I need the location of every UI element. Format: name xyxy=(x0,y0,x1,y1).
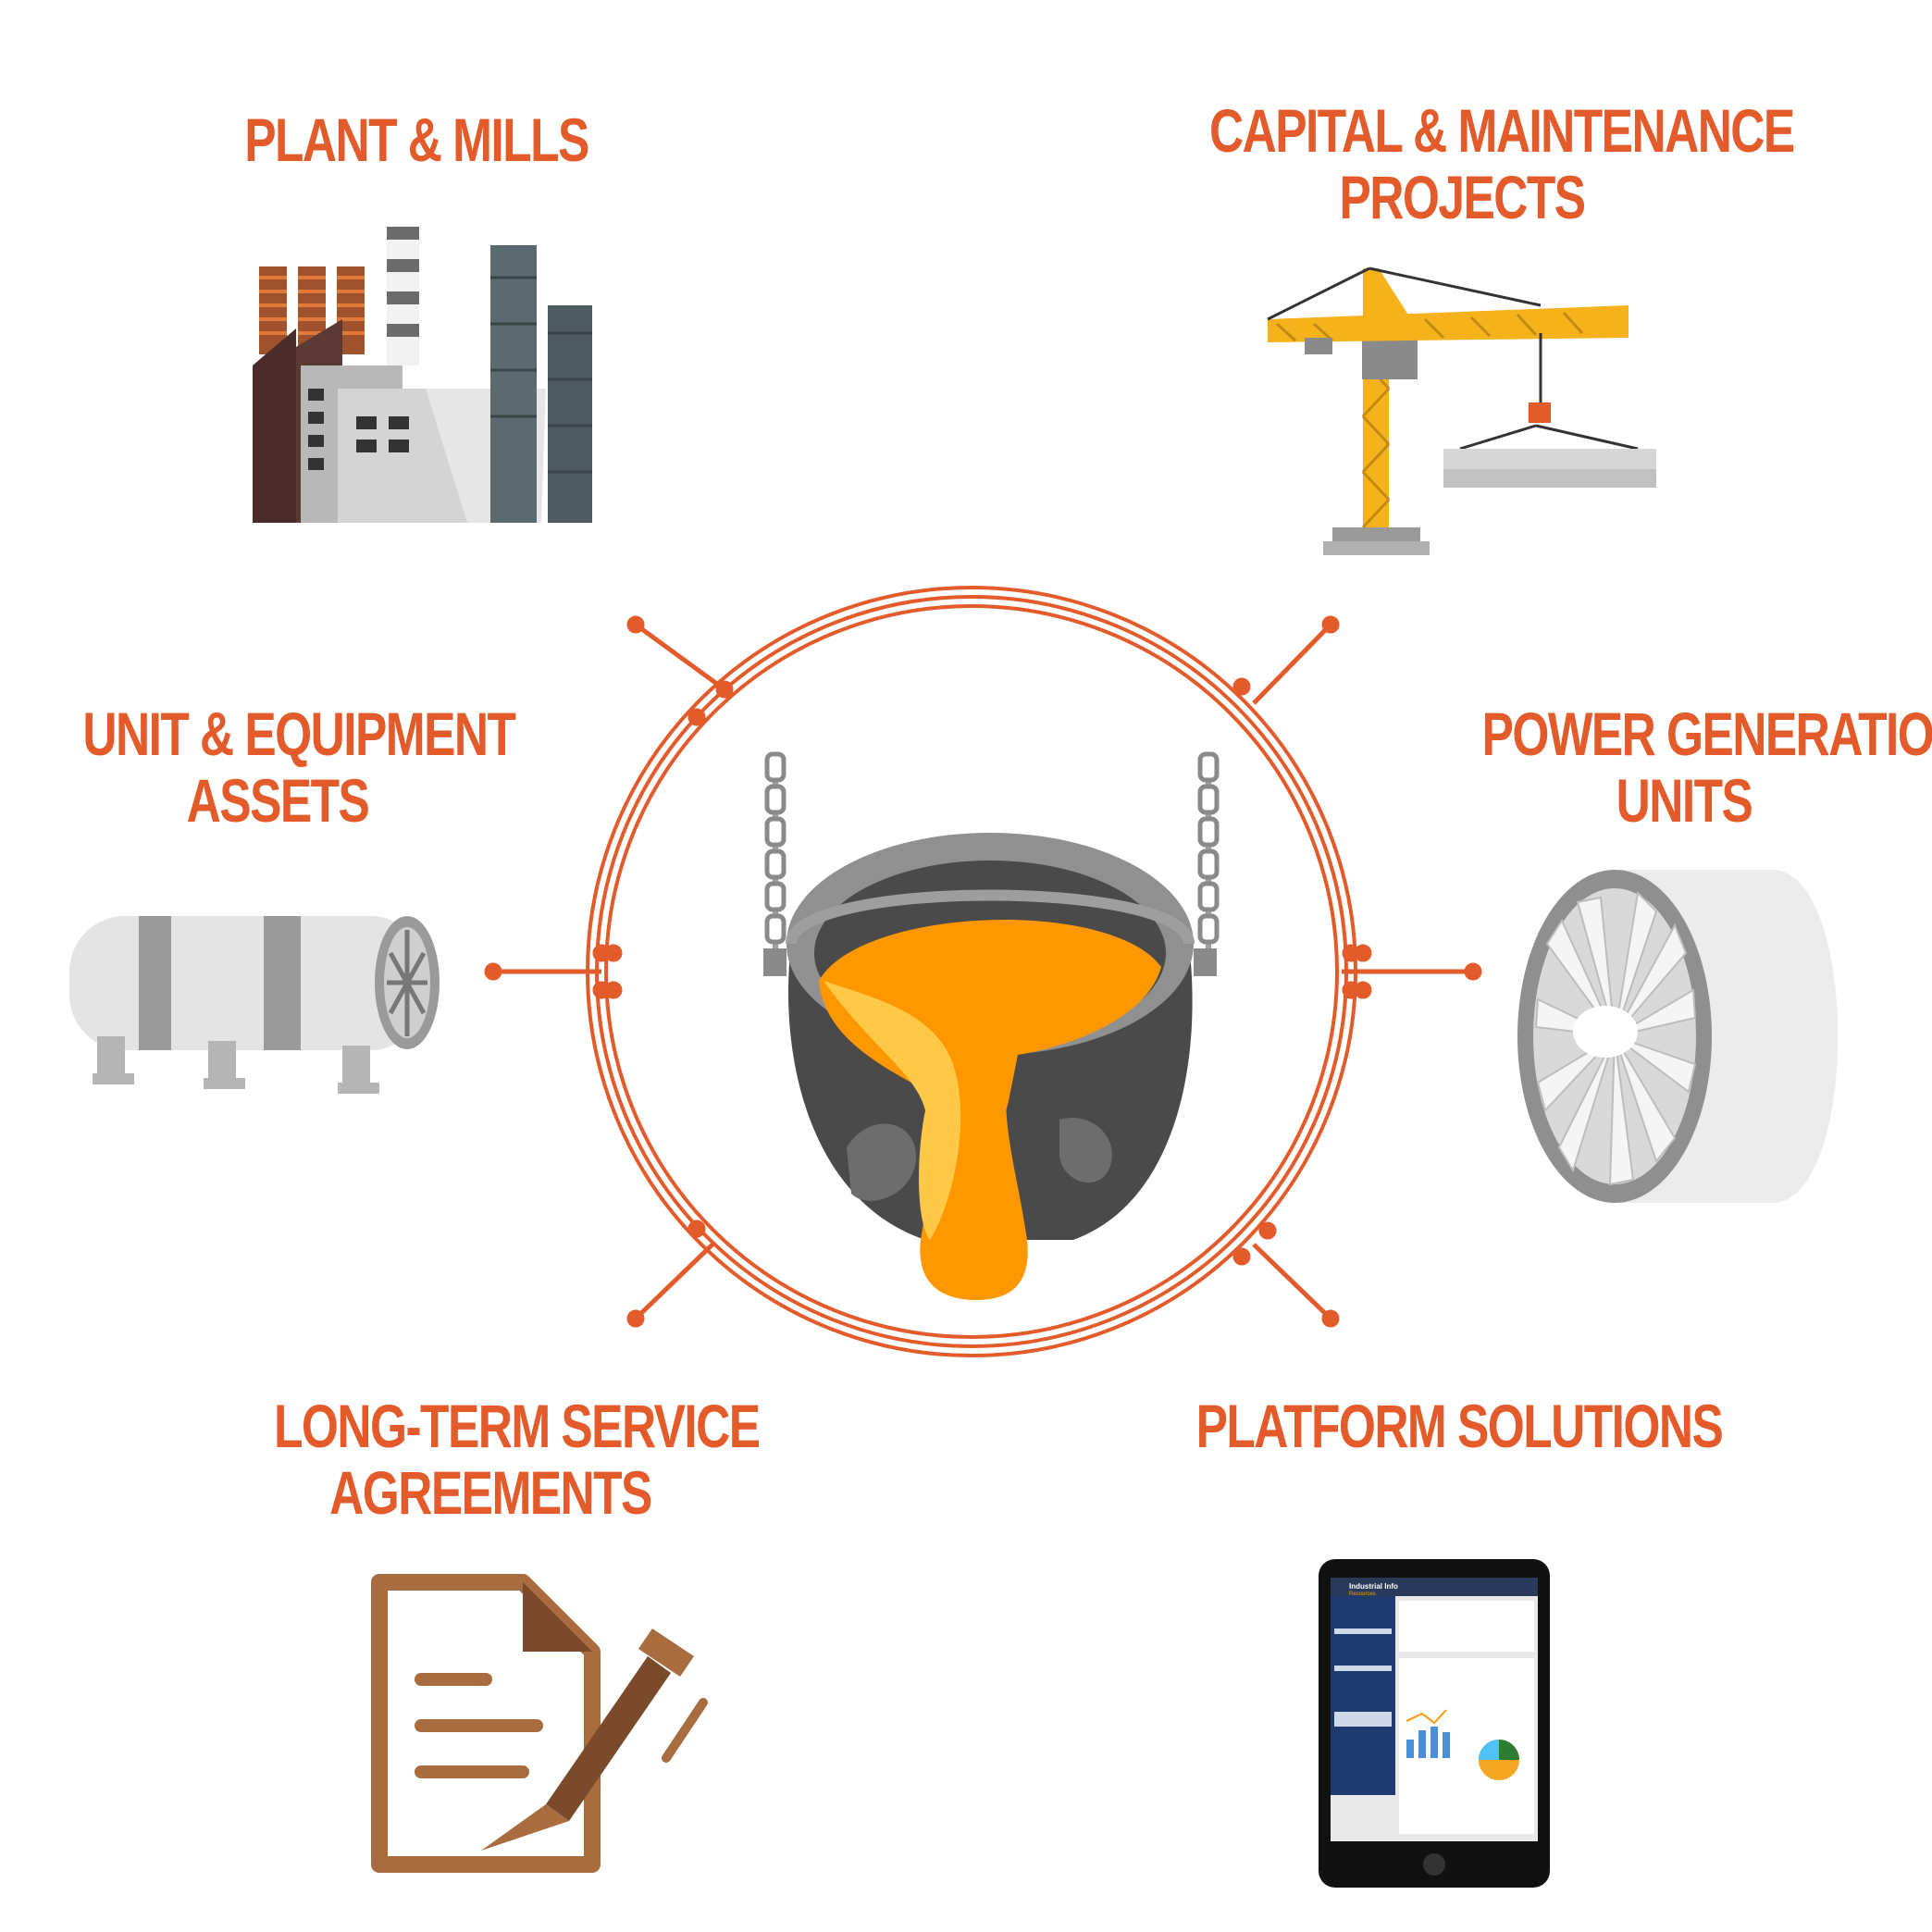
connector-dot xyxy=(1464,962,1482,981)
label-power-line1: POWER GENERATION xyxy=(1481,700,1932,768)
label-plant-mills: PLANT & MILLS xyxy=(236,106,597,173)
connector-dot xyxy=(626,1309,645,1328)
connector-dot xyxy=(1321,1309,1340,1328)
label-power-line2: UNITS xyxy=(1616,766,1753,835)
ladle-molten-metal-icon xyxy=(763,751,1220,1300)
label-capital-line2: PROJECTS xyxy=(1339,163,1586,231)
connector-dot xyxy=(604,981,623,999)
connector-dot xyxy=(1354,944,1372,962)
turbine-cylinder-icon xyxy=(69,916,440,1094)
jet-engine-icon xyxy=(1517,870,1839,1203)
connector-dot xyxy=(715,680,734,699)
label-platform-line1: PLATFORM SOLUTIONS xyxy=(1195,1392,1724,1460)
label-longterm-line1: LONG-TERM SERVICE xyxy=(274,1392,761,1460)
label-platform-solutions: PLATFORM SOLUTIONS xyxy=(1195,1392,1724,1460)
connector-dot xyxy=(1321,615,1340,634)
connector-dot xyxy=(1258,1221,1277,1240)
connector-dot xyxy=(1232,677,1251,696)
connector-dot xyxy=(687,1220,706,1238)
tablet-dashboard-icon: Industrial Info Resources xyxy=(1319,1559,1550,1888)
hub-connectors xyxy=(484,615,1482,1328)
label-longterm-line2: AGREEMENTS xyxy=(329,1458,652,1527)
connector-dot xyxy=(1354,981,1372,999)
connector-dot xyxy=(484,962,502,981)
label-unit-line2: ASSETS xyxy=(186,766,370,835)
label-long-term-service: LONG-TERM SERVICE AGREEMENTS xyxy=(274,1392,761,1527)
label-power-generation: POWER GENERATION UNITS xyxy=(1481,700,1932,835)
connector-dot xyxy=(687,708,706,726)
connector-dot xyxy=(626,615,645,634)
crane-icon xyxy=(1267,266,1656,555)
pen-icon xyxy=(481,1629,708,1851)
tablet-brand-line2: Resources xyxy=(1349,1591,1376,1597)
label-unit-line1: UNIT & EQUIPMENT xyxy=(82,700,516,768)
tablet-brand-line1: Industrial Info xyxy=(1349,1582,1398,1591)
factory-icon xyxy=(253,227,592,523)
label-capital-line1: CAPITAL & MAINTENANCE xyxy=(1209,96,1795,165)
contract-pen-icon xyxy=(371,1574,708,1873)
label-plant-line1: PLANT & MILLS xyxy=(244,105,589,174)
label-unit-equipment: UNIT & EQUIPMENT ASSETS xyxy=(82,700,516,835)
connector-dot xyxy=(604,944,623,962)
label-capital-maintenance: CAPITAL & MAINTENANCE PROJECTS xyxy=(1209,96,1795,231)
connector-dot xyxy=(1232,1247,1251,1266)
